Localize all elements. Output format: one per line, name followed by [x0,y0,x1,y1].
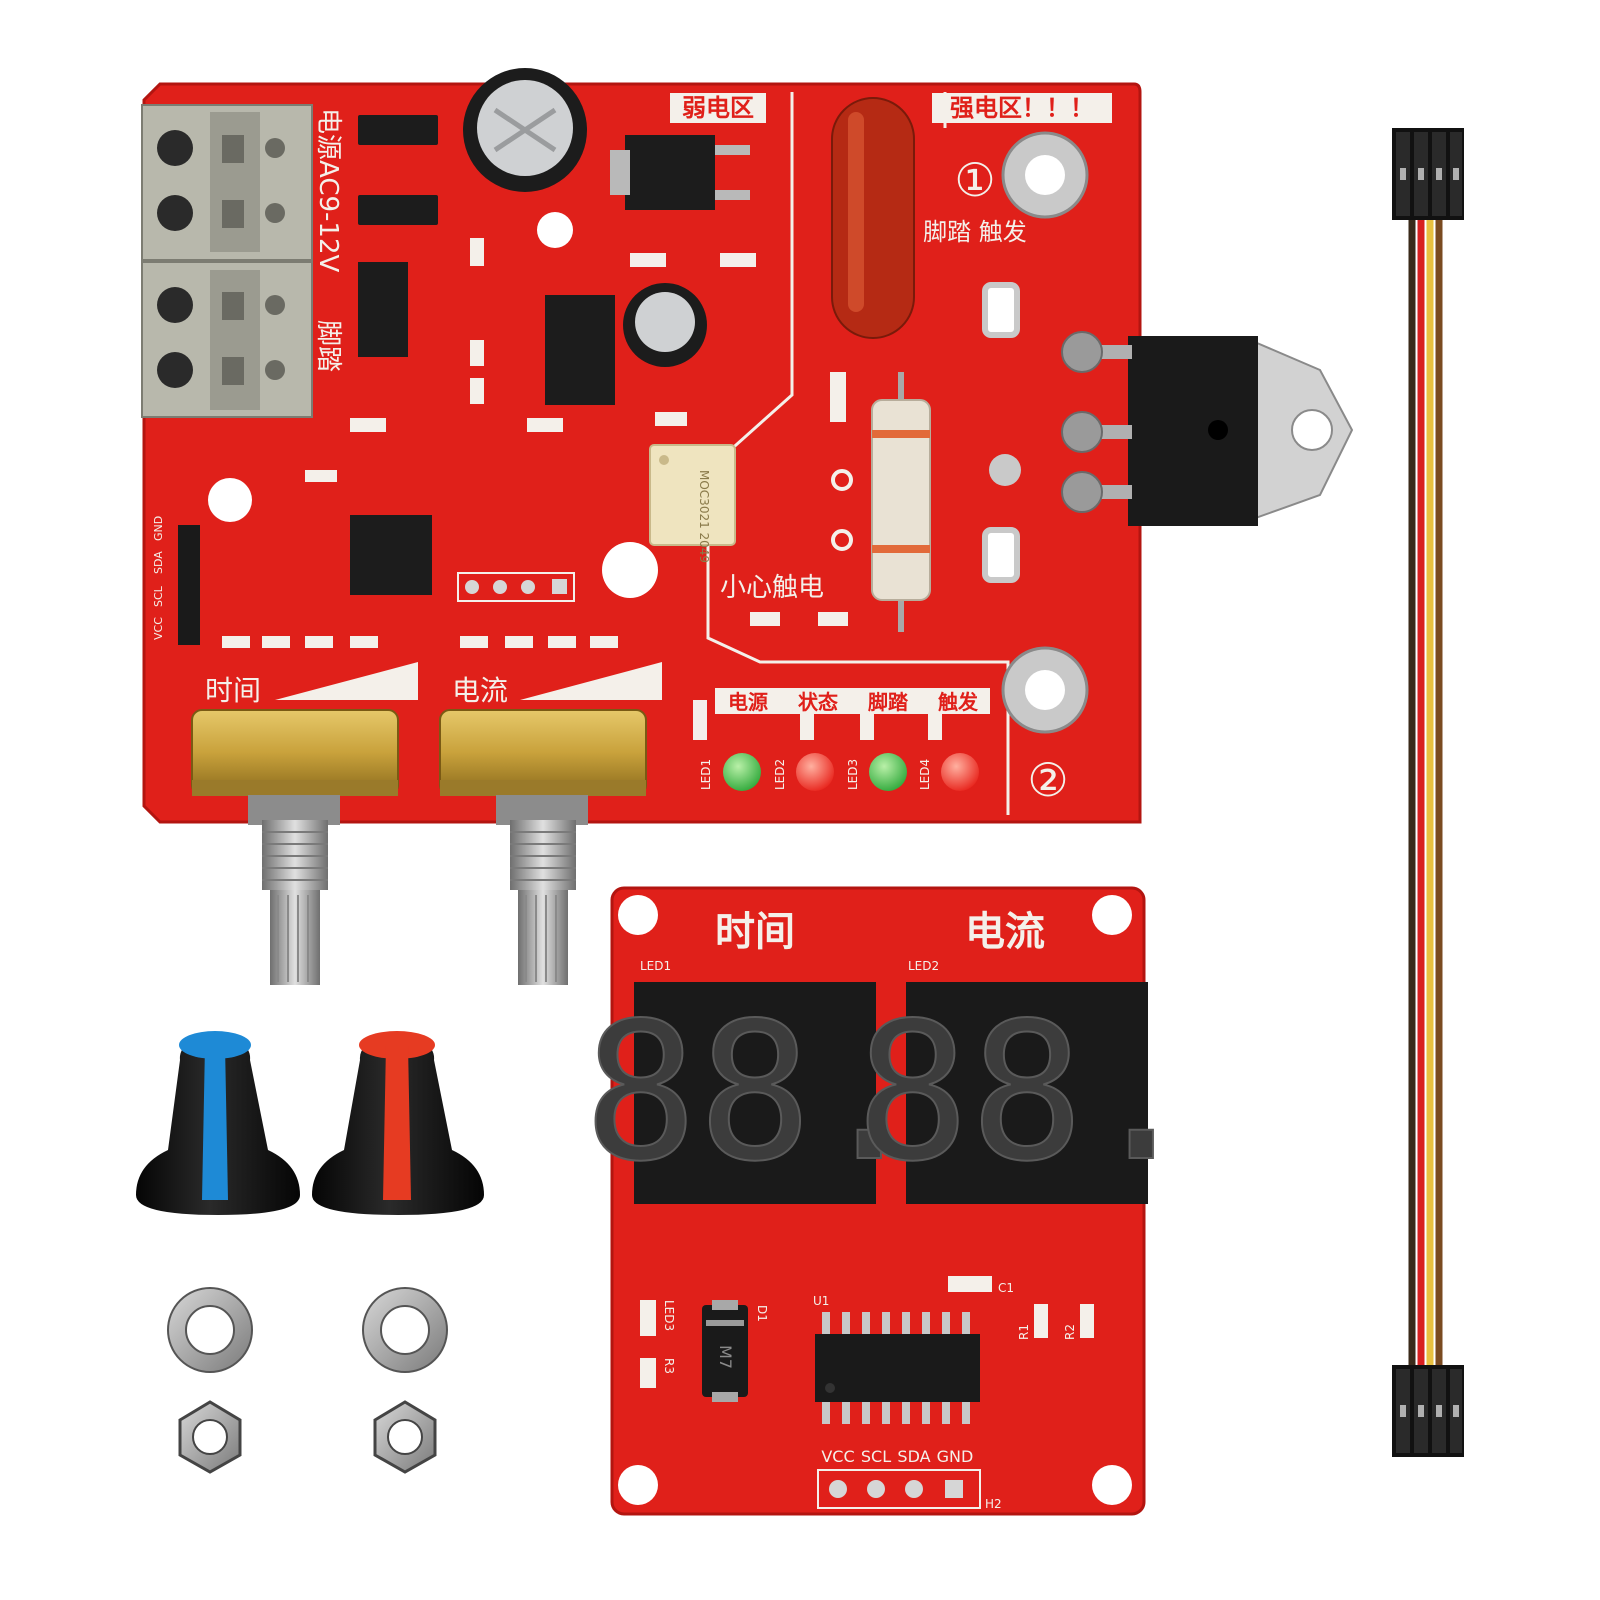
side-header-pin-scl: SCL [152,585,165,607]
marker-two: ② [1027,753,1068,807]
diode-d1: M7 D1 [702,1300,769,1402]
display-current-label: 电流 [965,909,1045,955]
optocoupler-u3: MOC3021 2049 [649,444,736,563]
safety-capacitor [831,97,915,339]
led-label-power: 电源 [728,690,768,714]
triac-to220 [1061,331,1354,526]
jumper-cable [1392,128,1464,1457]
pot-current-label: 电流 [452,674,508,707]
led1-green [723,753,761,791]
potentiometer-current [439,709,647,985]
led2-ref: LED2 [773,759,787,790]
display-board: 时间 电流 LED1 LED2 88. 88. C1 LED3 R3 M7 D1 [582,886,1200,1516]
cable-connector-bottom [1392,1365,1464,1457]
display-pin-gnd: GND [937,1447,974,1466]
knob-blue [136,1031,300,1215]
danger-label: 小心触电 [720,573,824,603]
display-c1-ref: C1 [998,1281,1014,1295]
display-led2-label: LED2 [908,959,939,973]
led4-red [941,753,979,791]
led-label-bar: 电源 状态 脚踏 触发 [715,688,990,714]
display-r1-ref: R1 [1017,1324,1031,1340]
seven-segment-right: 88. [854,981,1200,1204]
side-header-pin-gnd: GND [152,516,165,541]
led-label-trigger: 触发 [938,690,979,714]
washer-right [362,1287,448,1373]
main-board: 弱电区 强电区！！！ 电源AC9-12V 脚踏 [141,68,1354,824]
display-led1-label: LED1 [640,959,671,973]
pedal-label: 脚踏 [313,320,343,372]
trigger-label: 脚踏 触发 [923,218,1027,246]
zone-low-label: 弱电区 [682,94,754,122]
seven-segment-left-value: 88. [583,982,926,1203]
zone-high-label: 强电区！！！ [950,94,1094,122]
led3-green [869,753,907,791]
trigger-marker: ① [954,153,995,207]
led3-ref: LED3 [846,759,860,790]
led2-red [796,753,834,791]
power-terminal-block [141,104,313,261]
led-label-pedal: 脚踏 [868,690,909,714]
nut-right [373,1400,437,1474]
display-r3-ref: R3 [662,1358,676,1374]
knob-red [312,1031,484,1215]
mount-hole-2 [1001,646,1089,734]
display-pin-sda: SDA [897,1447,930,1466]
washer-left [167,1287,253,1373]
status-leds: LED1 LED2 LED3 LED4 [699,753,979,791]
side-header-pin-vcc: VCC [152,617,165,640]
power-resistor [871,372,931,632]
diode-marking: M7 [716,1345,735,1369]
mount-hole-1 [1001,131,1089,219]
potentiometer-time [191,709,399,985]
electrolytic-capacitor-large [463,68,587,192]
display-u1-ref: U1 [813,1294,829,1308]
power-label: 电源AC9-12V [313,108,343,272]
led-label-status: 状态 [798,690,838,714]
cable-connector-top [1392,128,1464,220]
display-time-label: 时间 [715,909,795,955]
display-pin-scl: SCL [861,1447,891,1466]
display-r2-ref: R2 [1063,1324,1077,1340]
display-header-ref: H2 [985,1497,1002,1511]
seven-segment-left: 88. [582,981,928,1204]
display-led3-ref: LED3 [662,1300,676,1331]
led4-ref: LED4 [918,759,932,790]
diode-ref: D1 [755,1305,769,1322]
display-pin-vcc: VCC [821,1447,854,1466]
pedal-terminal-block [141,261,313,418]
side-header-pin-sda: SDA [152,551,165,574]
optocoupler-marking: MOC3021 2049 [697,470,711,563]
pot-time-label: 时间 [205,674,261,707]
nut-left [178,1400,242,1474]
led1-ref: LED1 [699,759,713,790]
seven-segment-right-value: 88. [855,982,1198,1203]
display-driver-ic: U1 [813,1294,980,1424]
display-header: VCC SCL SDA GND H2 [817,1447,1002,1511]
side-header-pins: VCC SCL SDA GND [152,516,165,640]
